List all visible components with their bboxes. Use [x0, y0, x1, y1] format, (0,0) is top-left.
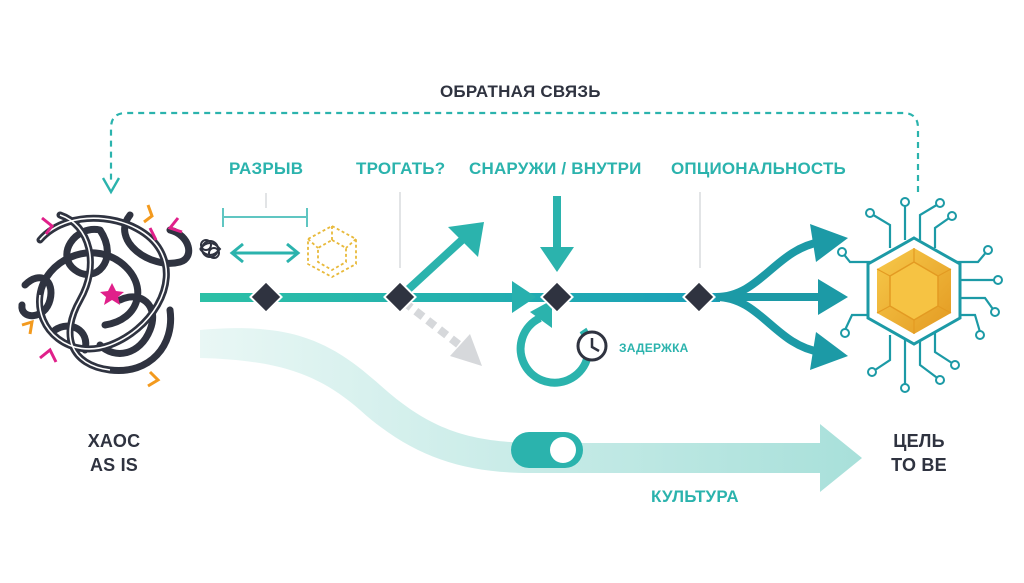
gap-double-arrow — [229, 242, 301, 264]
touch-branch-arrow — [397, 222, 484, 300]
chaos-knot-icon — [18, 204, 193, 388]
step-label-outside-inside: СНАРУЖИ / ВНУТРИ — [469, 159, 642, 178]
feedback-loop-arrow — [109, 111, 920, 192]
step-label-touch: ТРОГАТЬ? — [356, 159, 446, 178]
feedback-arrowhead — [101, 177, 121, 195]
small-tangle-icon — [199, 239, 222, 259]
clock-icon — [576, 330, 608, 362]
start-line1: ХАОС — [87, 431, 141, 451]
main-flow-arrowhead — [512, 281, 536, 313]
step-label-optionality: ОПЦИОНАЛЬНОСТЬ — [671, 159, 846, 178]
gap-measure-bracket — [222, 193, 308, 227]
optionality-arrowheads — [810, 224, 848, 370]
end-state-label: ЦЕЛЬ TO BE — [874, 429, 964, 477]
node-gap — [249, 280, 283, 314]
skip-branch-arrow — [401, 298, 482, 366]
golden-hexagon-chip-icon — [837, 197, 1003, 393]
culture-label: КУЛЬТУРА — [651, 487, 739, 506]
culture-wave — [200, 328, 862, 492]
end-line1: ЦЕЛЬ — [893, 431, 945, 451]
start-state-label: ХАОС AS IS — [69, 429, 159, 477]
cube-icon — [307, 224, 357, 279]
main-flow-line — [200, 293, 720, 302]
toggle-icon — [511, 432, 583, 468]
node-outside-inside — [540, 280, 574, 314]
node-optionality — [682, 280, 716, 314]
feedback-label: ОБРАТНАЯ СВЯЗЬ — [440, 82, 601, 101]
step-separators — [399, 192, 701, 268]
node-touch — [383, 280, 417, 314]
outside-inside-arrow — [540, 196, 574, 272]
end-line2: TO BE — [891, 455, 947, 475]
delay-loop-arrowhead — [530, 300, 552, 328]
optionality-fan-arrows — [715, 238, 821, 356]
step-nodes — [249, 280, 716, 314]
delay-label: ЗАДЕРЖКА — [619, 341, 689, 355]
start-line2: AS IS — [89, 455, 138, 475]
step-label-gap: РАЗРЫВ — [229, 159, 304, 178]
